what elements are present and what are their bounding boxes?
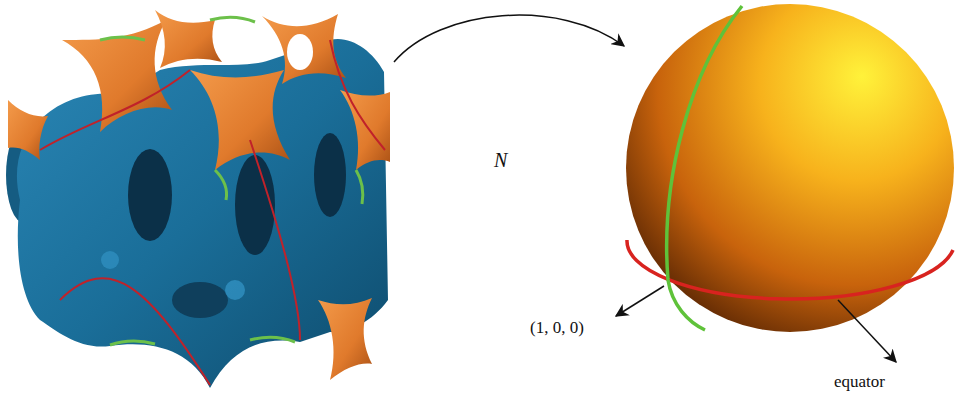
curve-label: equator [834, 372, 885, 392]
sphere [626, 4, 954, 332]
minimal-surface [6, 10, 390, 388]
map-name: N [494, 148, 507, 172]
pointer-arrow [838, 300, 896, 362]
map-arrow [394, 15, 624, 62]
point-label: (1, 0, 0) [530, 318, 584, 338]
pointer-arrow [616, 286, 664, 316]
